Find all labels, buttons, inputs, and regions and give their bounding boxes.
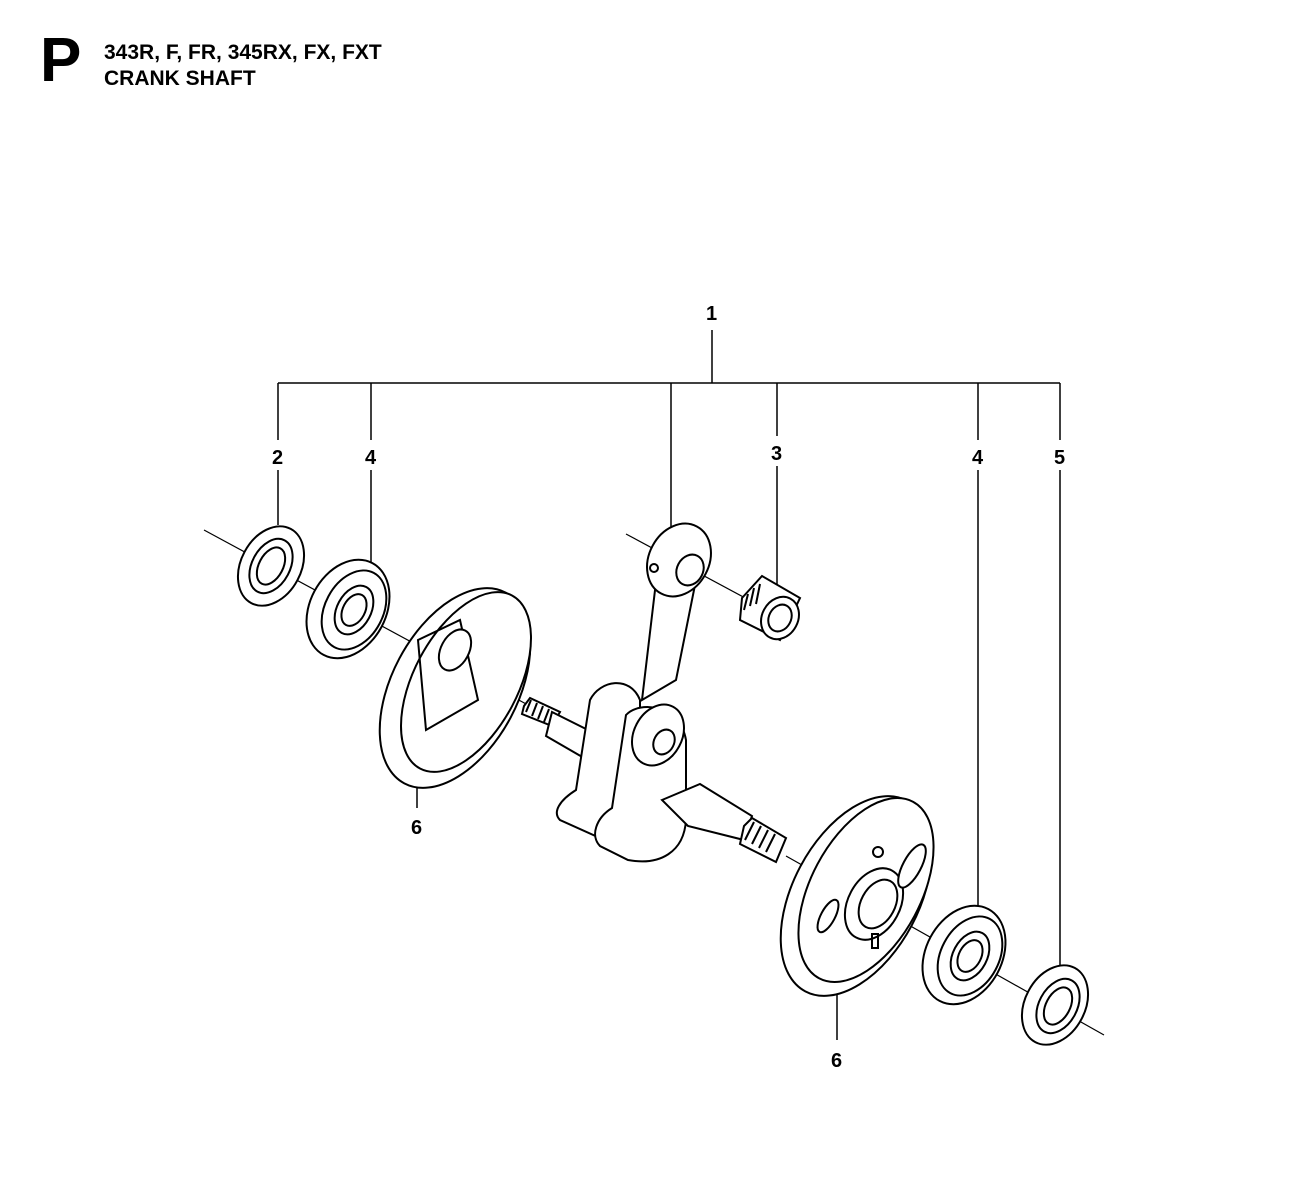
section-letter: P bbox=[40, 26, 82, 95]
flywheel-half-right bbox=[779, 795, 935, 997]
callout-1: 1 bbox=[706, 303, 717, 325]
callout-5: 5 bbox=[1054, 447, 1065, 469]
leader-lines bbox=[277, 330, 1061, 1040]
callout-4-right: 4 bbox=[972, 447, 984, 469]
needle-bearing bbox=[738, 574, 802, 642]
page-title: CRANK SHAFT bbox=[104, 67, 256, 90]
callout-labels: 1 2 4 3 4 5 6 6 bbox=[272, 303, 1065, 1072]
callout-6-right: 6 bbox=[831, 1050, 842, 1072]
callout-4-left: 4 bbox=[365, 447, 377, 469]
seal-ring-right bbox=[1020, 964, 1090, 1046]
callout-6-left: 6 bbox=[411, 817, 422, 839]
crankshaft-assembly bbox=[520, 522, 788, 864]
model-list: 343R, F, FR, 345RX, FX, FXT bbox=[104, 41, 382, 64]
title-block: 343R, F, FR, 345RX, FX, FXT CRANK SHAFT bbox=[104, 40, 382, 92]
callout-2: 2 bbox=[272, 447, 283, 469]
ball-bearing-left bbox=[305, 558, 391, 660]
flywheel-half-left bbox=[378, 587, 532, 789]
callout-3: 3 bbox=[771, 443, 782, 465]
seal-ring-left bbox=[236, 525, 306, 607]
ball-bearing-right bbox=[921, 904, 1007, 1006]
